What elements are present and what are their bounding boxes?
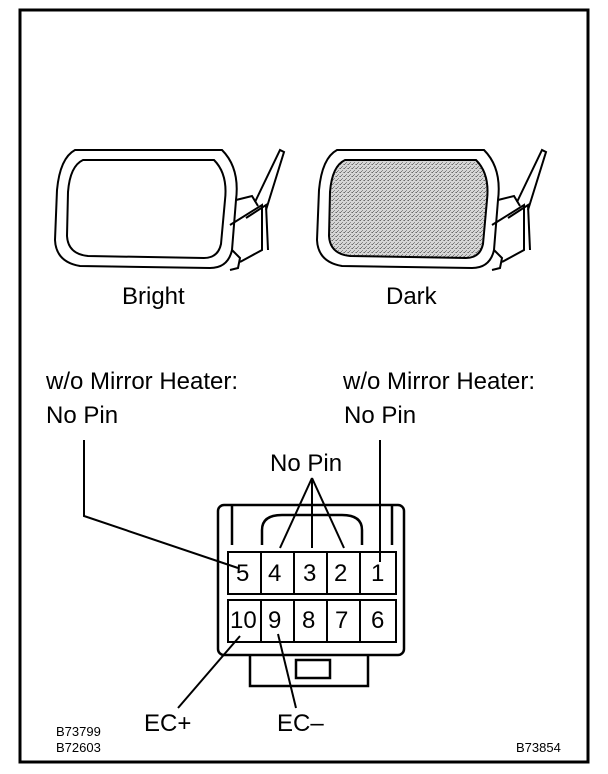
dark-mirror-illustration	[315, 148, 548, 271]
pin-4: 4	[268, 560, 282, 587]
left-no-pin-note: No Pin	[46, 402, 119, 429]
ec-minus-leader	[277, 633, 297, 709]
pin-6: 6	[371, 607, 385, 634]
pin-7: 7	[335, 607, 349, 634]
left-no-pin-leader	[83, 440, 239, 569]
figure-code-2: B72603	[56, 740, 101, 755]
right-heater-note: w/o Mirror Heater:	[343, 368, 536, 395]
bright-label: Bright	[122, 283, 185, 310]
leader-lines	[83, 440, 381, 709]
figure-code-3: B73854	[516, 740, 561, 755]
pin-8: 8	[302, 607, 316, 634]
outer-border	[18, 8, 590, 764]
ec-plus-label: EC+	[144, 710, 192, 737]
dark-label: Dark	[386, 283, 437, 310]
bright-mirror-illustration	[53, 148, 286, 271]
center-no-pin-leader-4	[279, 477, 313, 549]
pin-2: 2	[334, 560, 348, 587]
right-no-pin-note: No Pin	[344, 402, 417, 429]
ec-minus-label: EC–	[277, 710, 324, 737]
pin-9: 9	[268, 607, 282, 634]
pin-10: 10	[230, 607, 257, 634]
left-heater-note: w/o Mirror Heater:	[46, 368, 239, 395]
connector-pin-grid	[227, 551, 397, 643]
pin-5: 5	[236, 560, 250, 587]
pin-1: 1	[371, 560, 385, 587]
pin-3: 3	[303, 560, 317, 587]
ec-plus-leader	[177, 635, 241, 709]
center-no-pin-note: No Pin	[270, 450, 343, 477]
figure-code-1: B73799	[56, 724, 101, 739]
center-no-pin-leader-2	[311, 477, 345, 549]
